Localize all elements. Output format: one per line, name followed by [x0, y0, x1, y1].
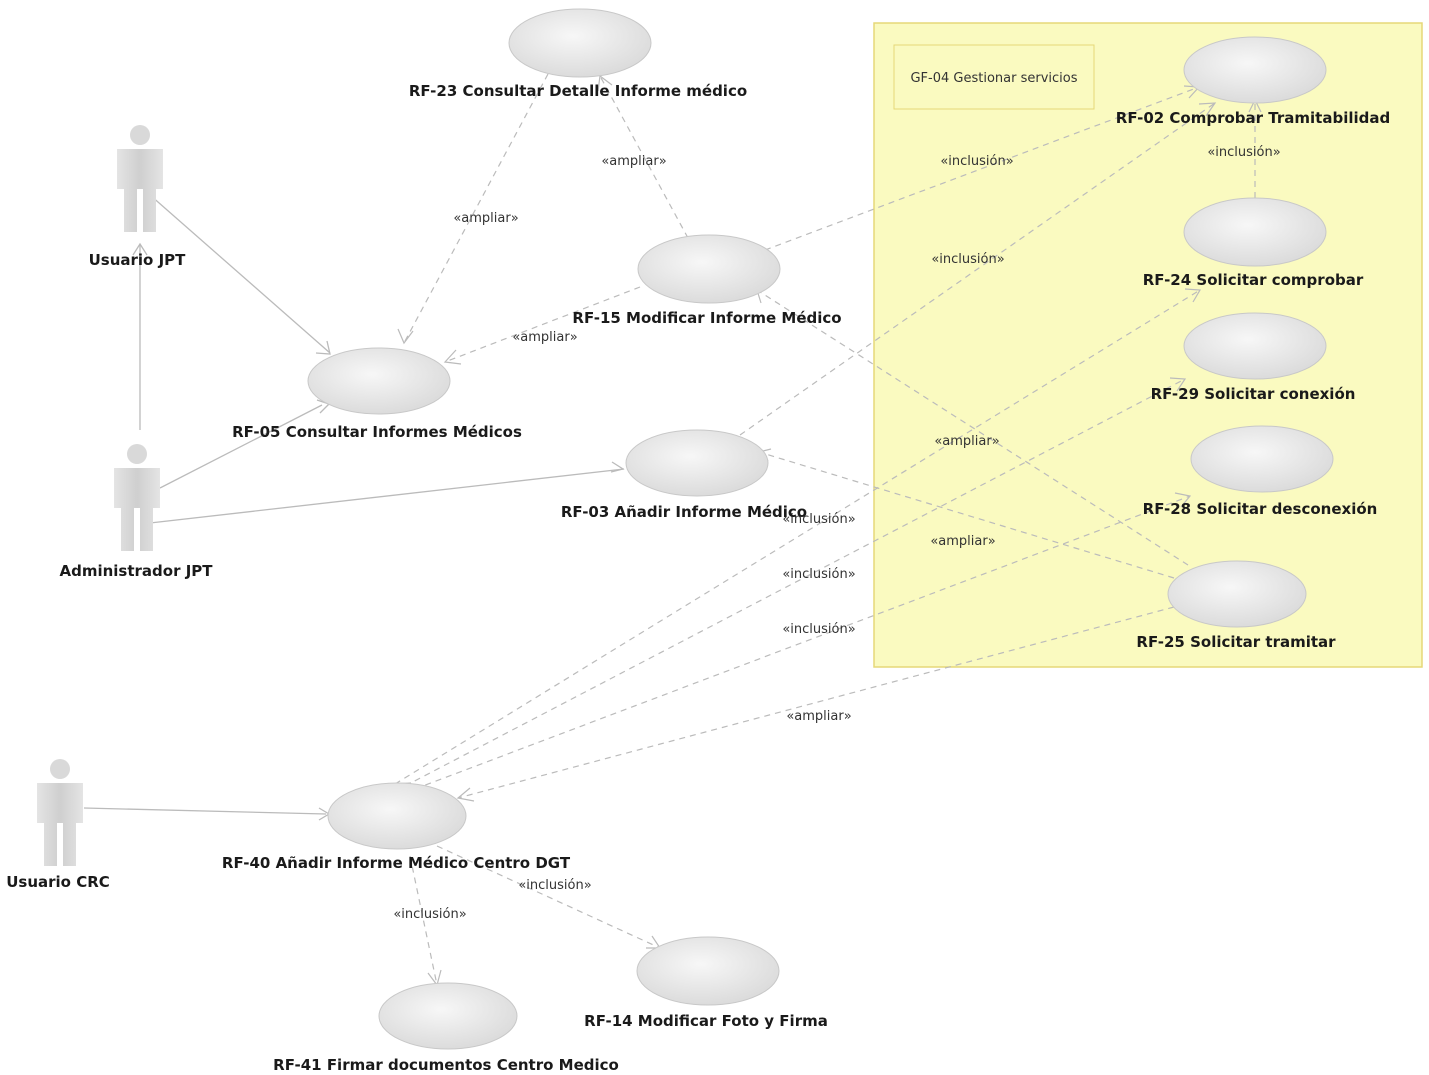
use-case-rf41[interactable] — [378, 982, 518, 1050]
actor-usuario-crc[interactable]: Usuario CRC — [6, 759, 110, 891]
stereotype-inclusion: «inclusión» — [1207, 145, 1280, 160]
use-case-label-rf41: RF-41 Firmar documentos Centro Medico — [273, 1056, 619, 1074]
use-case-rf14[interactable] — [636, 936, 780, 1006]
stereotype-ampliar: «ampliar» — [601, 154, 666, 169]
stereotype-inclusion: «inclusión» — [518, 878, 591, 893]
use-case-label-rf14: RF-14 Modificar Foto y Firma — [584, 1012, 828, 1030]
stereotype-ampliar: «ampliar» — [786, 709, 851, 724]
dependencies — [394, 73, 1256, 986]
use-case-label-rf40: RF-40 Añadir Informe Médico Centro DGT — [222, 854, 571, 872]
use-case-rf25[interactable] — [1167, 560, 1307, 628]
actor-administrador-jpt[interactable]: Administrador JPT — [59, 444, 213, 580]
stereotype-ampliar: «ampliar» — [934, 434, 999, 449]
use-case-rf05[interactable] — [307, 347, 451, 415]
package-name-box — [893, 44, 1095, 110]
stereotype-ampliar: «ampliar» — [930, 534, 995, 549]
stereotype-inclusion: «inclusión» — [782, 622, 855, 637]
actor-label: Usuario JPT — [89, 251, 187, 269]
use-case-label-rf24: RF-24 Solicitar comprobar — [1143, 271, 1364, 289]
use-case-label-rf02: RF-02 Comprobar Tramitabilidad — [1116, 109, 1390, 127]
use-case-rf15[interactable] — [637, 234, 781, 304]
use-case-rf03[interactable] — [625, 429, 769, 497]
associations — [83, 194, 625, 821]
use-case-label-rf05: RF-05 Consultar Informes Médicos — [232, 423, 522, 441]
use-case-label-rf25: RF-25 Solicitar tramitar — [1136, 633, 1336, 651]
stereotype-inclusion: «inclusión» — [940, 154, 1013, 169]
use-case-label-rf15: RF-15 Modificar Informe Médico — [572, 309, 841, 327]
use-case-ellipses — [307, 8, 1334, 1050]
use-case-rf40[interactable] — [327, 782, 467, 850]
actor-label: Administrador JPT — [59, 562, 213, 580]
stereotype-inclusion: «inclusión» — [782, 512, 855, 527]
package-label: GF-04 Gestionar servicios — [910, 71, 1077, 86]
stereotype-inclusion: «inclusión» — [393, 907, 466, 922]
stereotype-inclusion: «inclusión» — [931, 252, 1004, 267]
use-case-rf29[interactable] — [1183, 312, 1327, 380]
use-case-label-rf29: RF-29 Solicitar conexión — [1151, 385, 1356, 403]
use-case-rf02[interactable] — [1183, 36, 1327, 104]
package-frame — [873, 22, 1423, 668]
stereotype-ampliar: «ampliar» — [453, 211, 518, 226]
use-case-rf23[interactable] — [508, 8, 652, 78]
actor-usuario-jpt[interactable]: Usuario JPT — [89, 125, 187, 269]
stereotype-inclusion: «inclusión» — [782, 567, 855, 582]
stereotype-ampliar: «ampliar» — [512, 330, 577, 345]
use-case-label-rf03: RF-03 Añadir Informe Médico — [561, 503, 807, 521]
use-case-label-rf23: RF-23 Consultar Detalle Informe médico — [409, 82, 747, 100]
use-case-label-rf28: RF-28 Solicitar desconexión — [1143, 500, 1378, 518]
actor-label: Usuario CRC — [6, 873, 110, 891]
use-case-rf28[interactable] — [1190, 425, 1334, 493]
use-case-rf24[interactable] — [1183, 197, 1327, 267]
